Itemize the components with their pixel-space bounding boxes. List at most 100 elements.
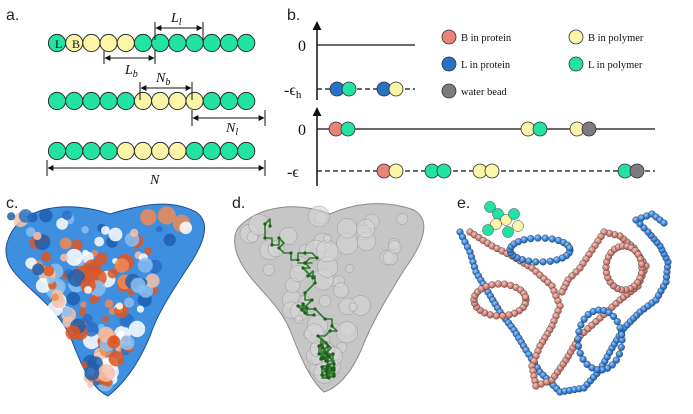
surface-patch xyxy=(80,301,87,308)
polymer-bead-L xyxy=(219,33,239,53)
bead-L-polymer xyxy=(502,226,514,238)
bead-L-protein xyxy=(546,257,554,265)
bead-L-protein xyxy=(576,349,584,357)
surface-bump xyxy=(396,212,409,225)
surface-patch xyxy=(130,277,146,293)
bead-B-protein xyxy=(521,293,530,301)
panel-e: e. xyxy=(456,195,672,396)
polymer-node xyxy=(322,356,326,360)
surface-patch xyxy=(87,381,94,388)
legend-swatch-l-polymer xyxy=(568,56,584,72)
polymer-node xyxy=(268,224,272,228)
legend-swatch-water xyxy=(441,83,457,99)
surface-patch xyxy=(108,227,123,242)
bead-L-protein xyxy=(618,331,626,339)
bead-B-protein xyxy=(494,280,502,288)
polymer-bead-L xyxy=(185,141,204,161)
bead-L-protein xyxy=(532,258,540,266)
polymer-bead-L xyxy=(99,91,118,111)
legend-label-water: water bead xyxy=(461,87,508,98)
bead-L-protein xyxy=(616,324,624,332)
dim-Nb-label: Nb xyxy=(155,71,170,88)
pair-BL-zero xyxy=(328,121,356,137)
polymer-bead-B xyxy=(168,91,187,111)
bead-L-polymer xyxy=(482,224,494,236)
surface-patch xyxy=(95,252,108,265)
polymer-node xyxy=(303,251,307,255)
surface-patch xyxy=(82,313,93,324)
surface-patch xyxy=(60,253,69,262)
polymer-bead-L xyxy=(168,33,187,53)
polymer-node xyxy=(327,354,331,358)
bead-B-protein xyxy=(488,281,496,289)
bead-label-L: L xyxy=(55,37,62,51)
polymer-node xyxy=(320,373,324,377)
surface-patch xyxy=(108,307,117,315)
surface-patch xyxy=(179,221,193,235)
polymer-bead-L xyxy=(133,33,153,53)
polymer-node xyxy=(324,341,328,345)
surface-patch xyxy=(84,286,92,294)
surface-bump xyxy=(267,240,285,258)
bead-L-protein xyxy=(583,360,591,368)
polymer-lattice-chain xyxy=(263,218,338,380)
polymer-node xyxy=(303,291,307,295)
surface-patch xyxy=(65,325,81,341)
bead-L-protein xyxy=(527,235,535,243)
level-e-label: -ϵ xyxy=(287,164,299,181)
polymer-node xyxy=(305,306,309,310)
polymer-bead-L xyxy=(202,141,221,161)
bead-B-polymer xyxy=(512,220,524,232)
polymer-node xyxy=(301,302,305,306)
polymer-bead-L xyxy=(116,91,135,111)
surface-patch xyxy=(78,307,87,316)
surface-bump xyxy=(323,234,332,243)
surface-patch xyxy=(83,332,101,350)
surface-bump xyxy=(337,218,358,239)
bead-label-B: B xyxy=(72,37,80,51)
surface-patch xyxy=(128,320,146,338)
surface-patch xyxy=(155,225,163,233)
bead-L-protein xyxy=(539,258,547,266)
surface-patch xyxy=(46,276,55,285)
polymer-bead-B xyxy=(116,141,135,161)
surface-patch xyxy=(67,269,86,287)
surface-patch xyxy=(84,365,100,381)
dim-Ll-label: Ll xyxy=(170,11,182,28)
bead-L-protein xyxy=(548,235,556,243)
bead-B-protein xyxy=(505,311,513,319)
surface-patch xyxy=(32,263,45,276)
polymer-bead-L xyxy=(47,91,67,111)
polymer-node xyxy=(317,344,321,348)
polymer-node xyxy=(315,256,319,260)
polymer-node xyxy=(324,351,328,355)
polymer-bead-B xyxy=(151,141,170,161)
polymer-node xyxy=(332,368,336,372)
bead-L-protein xyxy=(609,312,618,321)
bead-L-protein xyxy=(553,256,561,264)
pair-BB-e xyxy=(376,163,404,179)
surface-patch xyxy=(94,236,105,247)
legend-label-b-polymer: B in polymer xyxy=(588,33,644,44)
polymer-bead-L xyxy=(47,141,67,161)
polymer-node xyxy=(289,251,293,255)
dim-Lb-label: Lb xyxy=(124,63,138,80)
polymer-node xyxy=(316,334,320,338)
panel-c: c. xyxy=(5,195,206,397)
polymer-node xyxy=(296,304,300,308)
bead-L-protein xyxy=(534,234,542,242)
polymer-bead-L xyxy=(219,141,239,161)
bead-L-protein xyxy=(520,236,528,244)
surface-bump xyxy=(348,302,358,312)
surface-patch xyxy=(144,247,152,255)
surface-bump xyxy=(335,321,358,344)
polymer-bead-L xyxy=(237,141,256,161)
polymer-node xyxy=(300,308,304,312)
bead-L-protein xyxy=(525,257,533,265)
polymer-bead-B xyxy=(185,91,204,111)
legend-label-l-protein: L in protein xyxy=(461,60,511,71)
surface-patch xyxy=(145,273,160,288)
surface-patch xyxy=(102,316,109,323)
surface-patch xyxy=(104,299,114,309)
